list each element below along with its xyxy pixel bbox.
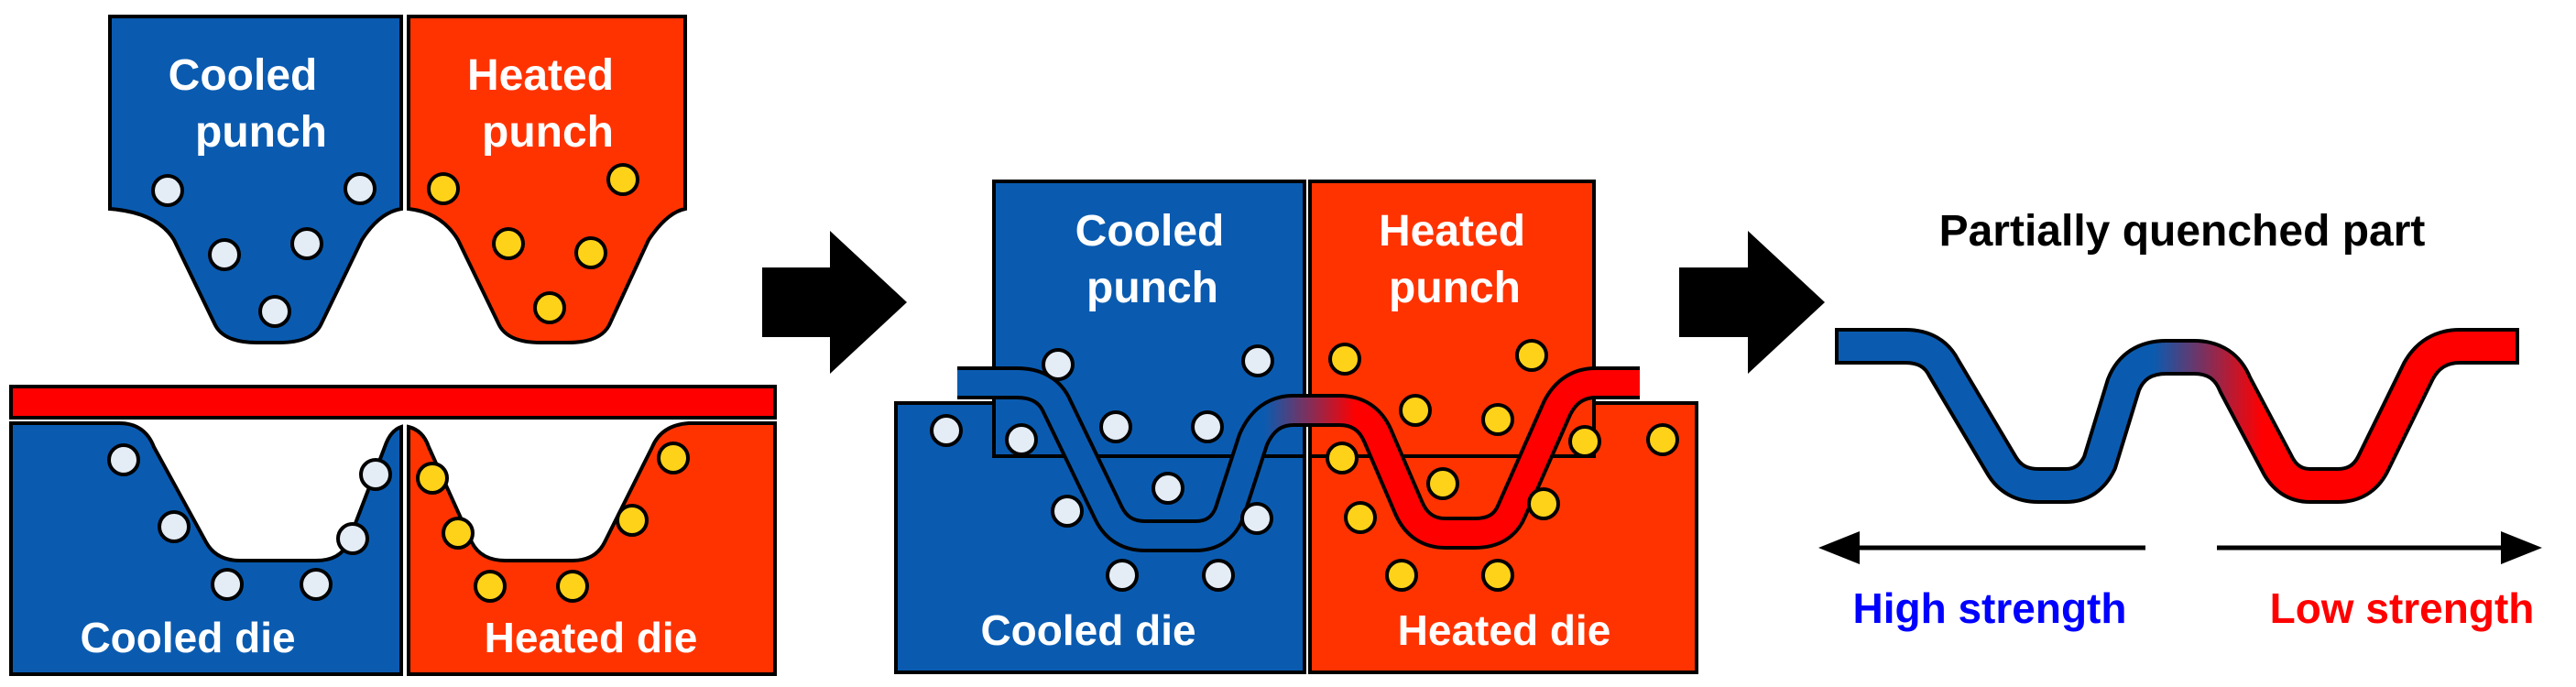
right-arrow-icon <box>762 231 907 374</box>
heating-channel-circle <box>1344 501 1377 534</box>
heating-channel-circle <box>556 570 589 603</box>
cooled-punch <box>108 15 403 344</box>
heated-punch-label: Heated <box>1379 207 1525 256</box>
stage-1-open-tool: Cooled punch Heated punch Cooled die Hea… <box>9 15 777 676</box>
cooling-channel-circle <box>1099 410 1132 443</box>
heating-channel-circle <box>442 517 475 550</box>
heating-channel-circle <box>416 462 449 495</box>
heated-die-label: Heated die <box>485 614 698 661</box>
cooling-channel-circle <box>151 174 184 207</box>
cooling-channel-circle <box>208 238 241 271</box>
cooling-channel-circle <box>1202 559 1235 592</box>
heating-channel-circle <box>474 570 507 603</box>
heating-channel-circle <box>1481 559 1514 592</box>
cooling-channel-circle <box>344 172 377 205</box>
cooling-channel-circle <box>1106 559 1139 592</box>
heating-channel-circle <box>606 163 639 196</box>
blank-sheet <box>9 385 777 420</box>
formed-sheet-cooled-part <box>957 370 1640 549</box>
cooling-channel-circle <box>107 443 140 476</box>
cooled-punch-label: Cooled <box>1075 207 1225 256</box>
cooling-channel-circle <box>1005 423 1038 456</box>
cooled-die-label: Cooled die <box>980 606 1195 654</box>
heating-channel-circle <box>616 504 649 537</box>
heating-channel-circle <box>1328 343 1361 376</box>
left-arrow-icon <box>1818 531 1860 564</box>
cooling-channel-circle <box>1241 344 1274 377</box>
cooled-punch-label: punch <box>1086 264 1218 312</box>
heating-channel-circle <box>533 291 566 324</box>
cooling-channel-circle <box>1042 348 1075 381</box>
cooling-channel-circle <box>336 522 369 555</box>
cooling-channel-circle <box>211 568 244 601</box>
heating-channel-circle <box>1385 559 1418 592</box>
cooled-punch-label: Cooled <box>169 51 318 100</box>
heating-channel-circle <box>1426 467 1459 500</box>
heating-channel-circle <box>1481 403 1514 436</box>
cooled-die <box>9 421 403 676</box>
heating-channel-circle <box>657 442 690 474</box>
heated-die-label: Heated die <box>1398 606 1611 654</box>
heated-punch-label: Heated <box>467 51 614 100</box>
partially-quenched-part-fill <box>1837 332 2517 500</box>
heating-channel-circle <box>574 236 607 269</box>
stage-2-closed-tool: Cooled punch Heated punch Cooled die Hea… <box>894 180 1698 674</box>
right-arrow-icon <box>1679 231 1825 374</box>
cooled-punch-label: punch <box>195 108 327 157</box>
heating-channel-circle <box>492 227 525 260</box>
heating-channel-circle <box>1399 394 1432 427</box>
cooling-channel-circle <box>158 510 191 543</box>
heated-punch-label: punch <box>482 108 614 157</box>
cooling-channel-circle <box>930 414 963 447</box>
heating-channel-circle <box>1568 425 1601 458</box>
heated-punch <box>407 15 687 344</box>
cooling-channel-circle <box>300 568 333 601</box>
heated-punch-label: punch <box>1389 264 1521 312</box>
cooling-channel-circle <box>290 227 323 260</box>
heating-channel-circle <box>1646 423 1679 456</box>
heating-channel-circle <box>1527 487 1560 520</box>
cooled-die-label: Cooled die <box>80 614 295 661</box>
cooling-channel-circle <box>1152 472 1184 505</box>
cooling-channel-circle <box>1240 502 1273 535</box>
cooling-channel-circle <box>258 295 291 328</box>
heating-channel-circle <box>427 172 460 205</box>
low-strength-label: Low strength <box>2270 584 2535 632</box>
heating-channel-circle <box>1326 442 1359 474</box>
stage-3-result-part: Partially quenched part High strength Lo… <box>1818 207 2542 632</box>
result-title: Partially quenched part <box>1939 207 2426 256</box>
cooling-channel-circle <box>359 458 392 491</box>
cooling-channel-circle <box>1051 495 1084 528</box>
high-strength-label: High strength <box>1853 584 2127 632</box>
heating-channel-circle <box>1515 339 1548 372</box>
cooling-channel-circle <box>1191 410 1224 443</box>
heated-die <box>407 421 777 676</box>
right-arrow-small-icon <box>2501 531 2542 564</box>
